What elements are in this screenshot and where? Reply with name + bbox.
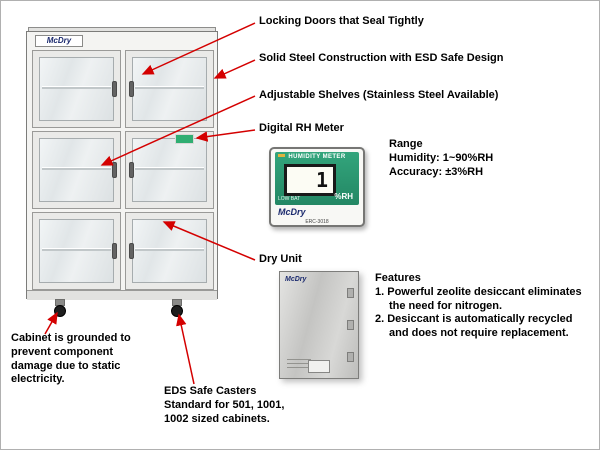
meter-display: 1 — [284, 164, 336, 196]
cabinet-door — [32, 212, 121, 290]
meter-brand-mark — [278, 154, 285, 157]
cabinet-base — [27, 290, 217, 300]
door-glass — [39, 57, 114, 121]
shelf-line — [135, 247, 204, 251]
humidity-meter-device: HUMIDITY METER 1 %RH LOW BAT McDry ERC-3… — [269, 147, 365, 227]
cabinet-body: McDry — [26, 31, 218, 300]
door-handle — [129, 243, 134, 259]
features-title: Features — [375, 272, 421, 284]
range-info: Range Humidity: 1~90%RH Accuracy: ±3%RH — [389, 138, 589, 179]
rh-meter-sticker — [175, 134, 194, 144]
callout-grounded: Cabinet is grounded to prevent component… — [11, 332, 131, 386]
callout-digital-rh-meter: Digital RH Meter — [259, 122, 344, 134]
arrow-esd-caster — [176, 313, 195, 385]
meter-unit-label: %RH — [334, 192, 353, 201]
feature-item: 1. Powerful zeolite desiccant eliminates… — [375, 285, 582, 312]
feature-item: 2. Desiccant is automatically recycled a… — [375, 313, 573, 339]
arrow-solid-steel — [213, 59, 256, 79]
features-block: Features 1. Powerful zeolite desiccant e… — [375, 272, 595, 341]
cabinet-brand-label: McDry — [35, 35, 83, 47]
callout-locking-doors: Locking Doors that Seal Tightly — [259, 15, 424, 27]
caster-front-right — [169, 299, 185, 318]
shelf-line — [42, 247, 111, 251]
meter-model-number: ERC-3018 — [305, 219, 329, 225]
door-handle — [129, 162, 134, 178]
shelf-line — [135, 85, 204, 89]
dry-unit-seam — [343, 272, 344, 378]
cabinet-door — [125, 212, 214, 290]
meter-title: HUMIDITY METER — [288, 154, 346, 160]
cabinet-door — [125, 131, 214, 209]
cabinet-door — [32, 131, 121, 209]
door-glass — [39, 138, 114, 202]
dry-unit-latch — [347, 352, 354, 362]
shelf-line — [42, 166, 111, 170]
shelf-line — [135, 166, 204, 170]
dry-unit-vents — [287, 359, 311, 370]
dry-unit-latch — [347, 320, 354, 330]
meter-lowbat-label: LOW BAT — [278, 195, 301, 202]
dry-unit-brand-logo: McDry — [285, 276, 307, 283]
door-handle — [112, 243, 117, 259]
range-accuracy: Accuracy: ±3%RH — [389, 165, 484, 178]
dry-unit-device: McDry — [279, 271, 359, 379]
callout-solid-steel: Solid Steel Construction with ESD Safe D… — [259, 52, 504, 64]
meter-face: HUMIDITY METER 1 %RH LOW BAT — [275, 152, 359, 205]
door-handle — [112, 162, 117, 178]
caster-wheel — [54, 305, 66, 317]
callout-casters: EDS Safe Casters Standard for 501, 1001,… — [164, 385, 285, 425]
caster-front-left — [52, 299, 68, 318]
meter-brand-logo: McDry — [278, 207, 306, 217]
shelf-line — [42, 85, 111, 89]
door-glass — [132, 57, 207, 121]
door-handle — [112, 81, 117, 97]
meter-reading: 1 — [315, 168, 328, 192]
callout-dry-unit: Dry Unit — [259, 253, 302, 265]
caster-wheel — [171, 305, 183, 317]
cabinet-door — [32, 50, 121, 128]
cabinet-illustration: McDry — [26, 27, 218, 319]
dry-unit-latch — [347, 288, 354, 298]
callout-adjustable-shelves: Adjustable Shelves (Stainless Steel Avai… — [259, 89, 499, 101]
door-handle — [129, 81, 134, 97]
door-glass — [132, 219, 207, 283]
range-title: Range — [389, 138, 423, 150]
door-glass — [132, 138, 207, 202]
range-humidity: Humidity: 1~90%RH — [389, 151, 494, 164]
cabinet-door — [125, 50, 214, 128]
dry-unit-nameplate — [308, 360, 330, 373]
door-glass — [39, 219, 114, 283]
